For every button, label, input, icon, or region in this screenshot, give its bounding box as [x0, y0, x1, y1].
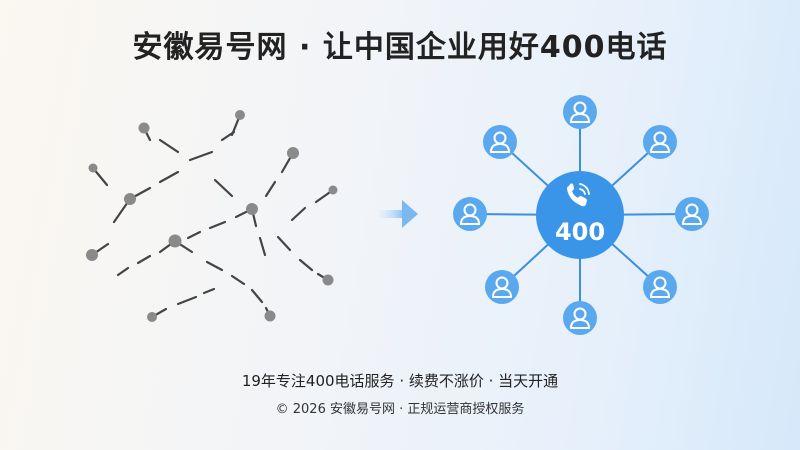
user-icon — [453, 197, 487, 231]
hub-node: 400 — [536, 171, 624, 259]
copyright-footer: © 2026 安徽易号网 · 正规运营商授权服务 — [275, 402, 525, 417]
user-icon — [485, 270, 519, 304]
hub-label: 400 — [555, 218, 605, 246]
scattered-nodes — [86, 110, 338, 322]
phone-icon — [567, 183, 590, 207]
arrow-right-icon — [378, 200, 418, 228]
scattered-network — [90, 113, 335, 319]
user-icon — [643, 270, 677, 304]
user-icon — [643, 125, 677, 159]
tagline: 19年专注400电话服务 · 续费不涨价 · 当天开通 — [241, 372, 559, 390]
hub-network: 400 — [453, 95, 709, 335]
user-icon — [483, 125, 517, 159]
page-title: 安徽易号网 · 让中国企业用好400电话 — [132, 30, 668, 65]
user-icon — [563, 95, 597, 129]
user-icon — [675, 197, 709, 231]
user-icon — [563, 301, 597, 335]
